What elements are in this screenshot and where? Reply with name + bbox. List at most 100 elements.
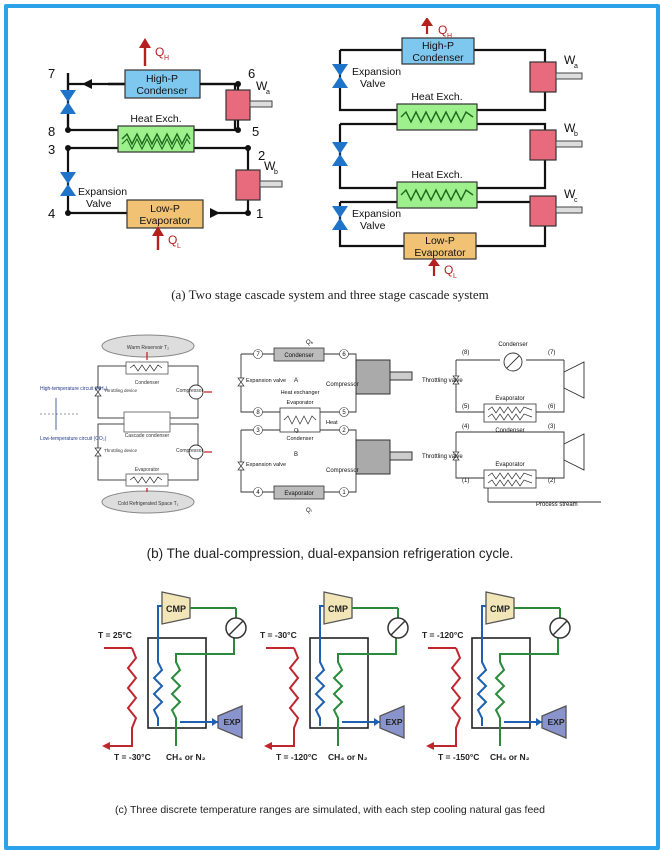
expansion-valve-bottom <box>60 172 76 196</box>
three-condenser-line1: High-P <box>422 40 454 52</box>
cooler-slash <box>552 620 568 636</box>
three-compressor-b <box>529 129 583 161</box>
green-coil <box>494 638 559 738</box>
exp-label: EXP <box>223 717 240 727</box>
warm-reservoir: Warm Reservoir T₂ <box>127 345 169 351</box>
three-w-b: W <box>564 121 576 135</box>
high-circuit-label: High-temperature circuit (NH₃) <box>40 386 108 392</box>
mid-heat-exchanger: Heat exchanger <box>281 390 320 396</box>
three-valve-2 <box>332 142 348 166</box>
state-5: 5 <box>252 124 259 139</box>
right-condenser-mid: Condenser <box>495 428 524 434</box>
three-compressor-c <box>529 195 583 227</box>
t-top-label: T = -30°C <box>260 630 297 640</box>
expansion-valve-line1: Expansion <box>78 186 127 198</box>
mid-state-2: 2 <box>342 428 346 434</box>
three-exp-top-line1: Expansion <box>352 66 401 78</box>
arrowhead-left <box>82 79 92 89</box>
mid-state-7: 7 <box>256 352 260 358</box>
low-circuit-label: Low-temperature circuit (CO₂) <box>40 436 107 442</box>
three-high-p-condenser <box>401 37 475 65</box>
right-state-1: (1) <box>462 478 469 484</box>
q-l-sub: L <box>177 243 181 250</box>
three-exp-top-line2: Valve <box>360 78 386 90</box>
feed-outlet-arrow <box>264 742 272 750</box>
exp-expander <box>217 705 243 739</box>
left-throttling-top: Throttling device <box>104 388 138 393</box>
mid-q-l: Qₗ <box>306 508 312 514</box>
feed-outlet-arrow <box>426 742 434 750</box>
three-exp-bottom-line1: Expansion <box>352 208 401 220</box>
t-top-label: T = 25°C <box>98 630 132 640</box>
evaporator-line2: Evaporator <box>139 215 191 227</box>
feed-coil <box>108 647 138 747</box>
cooler-slash <box>390 620 406 636</box>
left-cascade: Cascade condenser <box>125 433 170 439</box>
q-l-label: Q <box>168 233 177 247</box>
three-q-l-arrow: Q L <box>428 258 457 280</box>
right-evaporator: Evaporator <box>495 396 524 402</box>
three-compressor-a <box>529 61 583 93</box>
three-q-h-arrow: Q H <box>421 17 452 40</box>
exp-arrow <box>536 718 542 726</box>
right-state-5: (5) <box>462 404 469 410</box>
feed-label: CH₄ or N₂ <box>490 752 530 762</box>
feed-coil <box>270 647 300 747</box>
state-points <box>65 81 251 216</box>
mid-compressor-b-label: Compressor <box>326 468 359 474</box>
right-state-7: (7) <box>548 350 555 356</box>
three-w-c-sub: c <box>574 197 578 204</box>
mid-state-3: 3 <box>256 428 260 434</box>
left-condenser: Condenser <box>135 380 160 386</box>
w-a-sub: a <box>266 89 270 96</box>
mid-state-1: 1 <box>342 490 346 496</box>
three-valve-3 <box>332 206 348 230</box>
right-state-6: (6) <box>548 404 555 410</box>
right-state-2: (2) <box>548 478 555 484</box>
three-low-p-evaporator <box>403 232 477 260</box>
cmp-label: CMP <box>490 604 510 614</box>
green-coil <box>332 638 397 738</box>
w-b-label: W <box>264 159 276 173</box>
mid-expansion-top: Expansion valve <box>246 378 286 384</box>
three-evaporator-line2: Evaporator <box>414 247 466 259</box>
refrigerant-coil <box>314 605 332 726</box>
evaporator-line1: Low-P <box>150 203 180 215</box>
mid-compressor-a <box>355 359 413 395</box>
expansion-valve-line2: Valve <box>86 198 112 210</box>
state-2: 2 <box>258 148 265 163</box>
exp-label: EXP <box>547 717 564 727</box>
state-1: 1 <box>256 206 263 221</box>
arrowhead-right <box>210 208 220 218</box>
mid-compressor-a-label: Compressor <box>326 382 359 388</box>
refrigerant-coil <box>152 605 170 726</box>
low-p-evaporator <box>126 199 204 229</box>
exp-arrow <box>374 718 380 726</box>
mid-state-8: 8 <box>256 410 260 416</box>
t-bottom-label: T = -150°C <box>438 752 479 762</box>
cmp-compressor <box>323 591 353 625</box>
three-exp-bottom-line2: Valve <box>360 220 386 232</box>
right-state-4: (4) <box>462 424 469 430</box>
cmp-label: CMP <box>328 604 348 614</box>
expansion-valve-top <box>60 90 76 114</box>
heat-exch-label: Heat Exch. <box>130 113 181 125</box>
mid-expansion-bottom: Expansion valve <box>246 462 286 468</box>
caption-c: (c) Three discrete temperature ranges ar… <box>115 804 545 816</box>
t-top-label: T = -120°C <box>422 630 463 640</box>
three-q-h-label: Q <box>438 23 447 37</box>
three-valve-1 <box>332 64 348 88</box>
mid-condenser-mid: Condenser <box>287 436 314 442</box>
high-p-condenser <box>124 69 201 99</box>
feed-label: CH₄ or N₂ <box>166 752 206 762</box>
cmp-compressor <box>161 591 191 625</box>
compressor-b <box>235 169 283 201</box>
condenser-line1: High-P <box>146 73 178 85</box>
mid-compressor-b <box>355 439 413 475</box>
three-heat-exch-1-label: Heat Exch. <box>411 91 462 103</box>
process-stream-schematic: Condenser Evaporator Condenser Evaporato… <box>422 342 601 508</box>
mid-evaporator: Evaporator <box>284 491 313 497</box>
three-q-l-sub: L <box>453 273 457 280</box>
mid-state-5: 5 <box>342 410 346 416</box>
